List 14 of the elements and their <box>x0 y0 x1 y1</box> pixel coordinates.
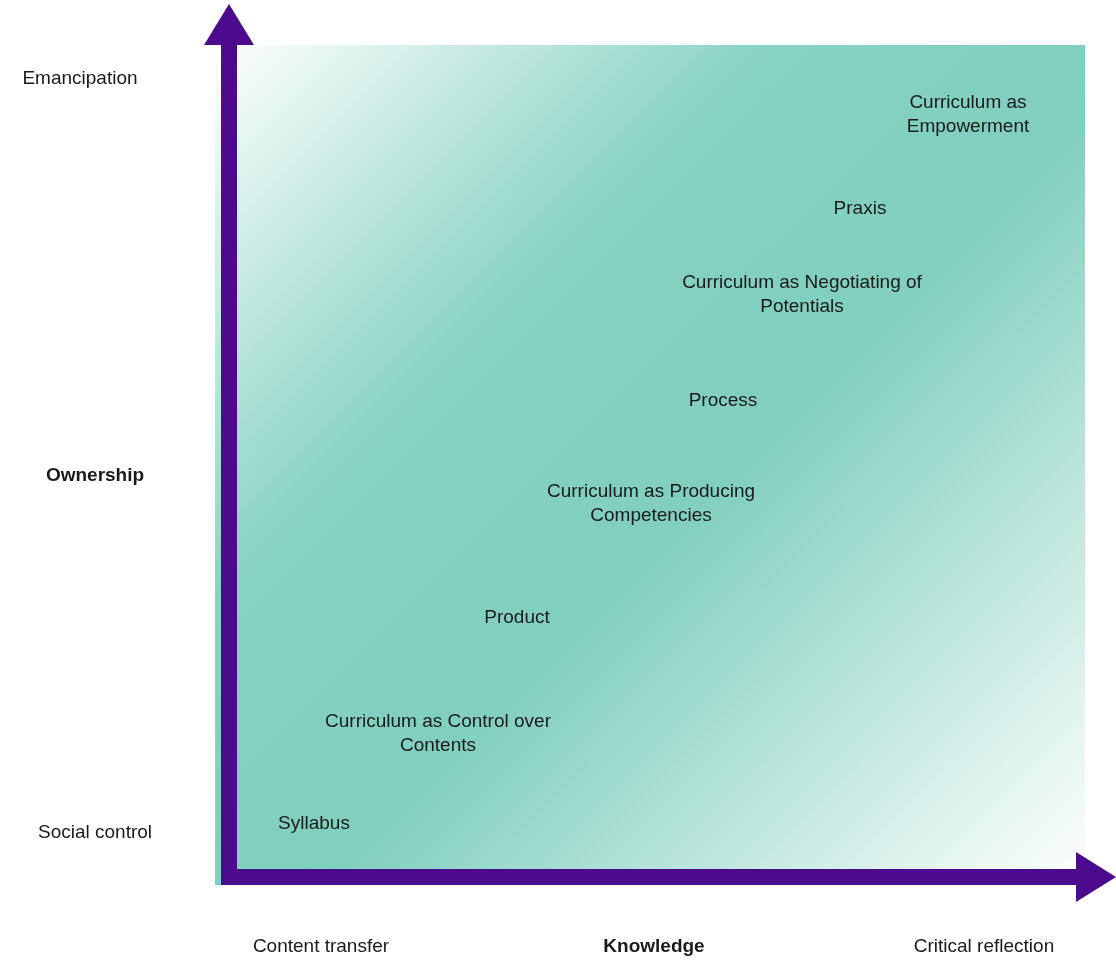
axis-label: Content transfer <box>251 934 391 958</box>
plot-label: Curriculum as Producing Competencies <box>546 479 756 527</box>
plot-label: Curriculum as Control over Contents <box>324 709 552 757</box>
plot-label: Praxis <box>832 196 888 220</box>
plot-label: Curriculum as Empowerment <box>905 90 1031 138</box>
axis-label: Critical reflection <box>912 934 1056 958</box>
axis-title: Ownership <box>44 463 146 487</box>
plot-label: Product <box>483 605 551 629</box>
axis-label: Emancipation <box>21 66 139 90</box>
plot-label: Syllabus <box>277 811 351 835</box>
axis-title: Knowledge <box>602 934 706 958</box>
axis-label: Social control <box>36 820 154 844</box>
plot-label: Process <box>687 388 759 412</box>
plot-label: Curriculum as Negotiating of Potentials <box>681 270 923 318</box>
